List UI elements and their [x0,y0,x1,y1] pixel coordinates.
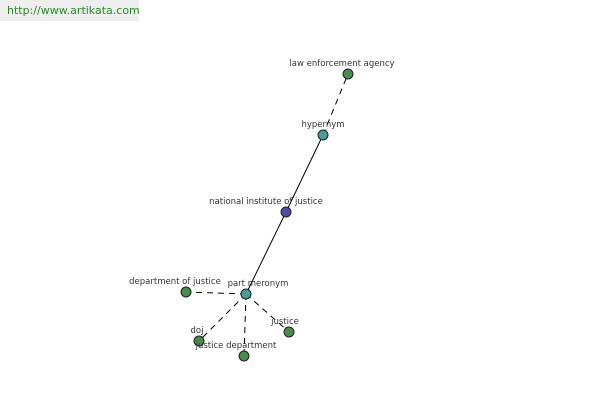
node-label-doj[interactable]: doj [191,326,204,336]
node-label-hypernym[interactable]: hypernym [301,120,344,130]
node-label-department-of-justice[interactable]: department of justice [129,277,221,287]
edge-part-meronym-to-justice [245,293,290,333]
nodes-layer [180,68,354,362]
node-justice[interactable] [283,326,295,338]
edge-part-meronym-to-doj [198,293,247,342]
edges-layer [185,73,349,357]
edge-center-to-part-meronym [245,211,287,295]
node-law-enforcement-agency[interactable] [342,68,354,80]
node-doj[interactable] [193,335,205,347]
node-department-of-justice[interactable] [180,286,192,298]
edge-part-meronym-to-department-of-justice [185,291,247,295]
node-label-center[interactable]: national institute of justice [209,197,323,207]
node-justice-department[interactable] [238,350,250,362]
node-label-justice[interactable]: justice [270,317,299,327]
node-part-meronym[interactable] [240,288,252,300]
node-label-justice-department[interactable]: justice department [195,341,277,351]
node-center[interactable] [280,206,292,218]
node-label-part-meronym[interactable]: part meronym [228,279,289,289]
labels-layer: national institute of justice hypernym law… [129,59,394,351]
edge-center-to-hypernym [285,134,324,213]
node-hypernym[interactable] [317,129,329,141]
site-url-link[interactable]: http://www.artikata.com [0,0,140,21]
node-label-law-enforcement-agency[interactable]: law enforcement agency [289,59,394,69]
